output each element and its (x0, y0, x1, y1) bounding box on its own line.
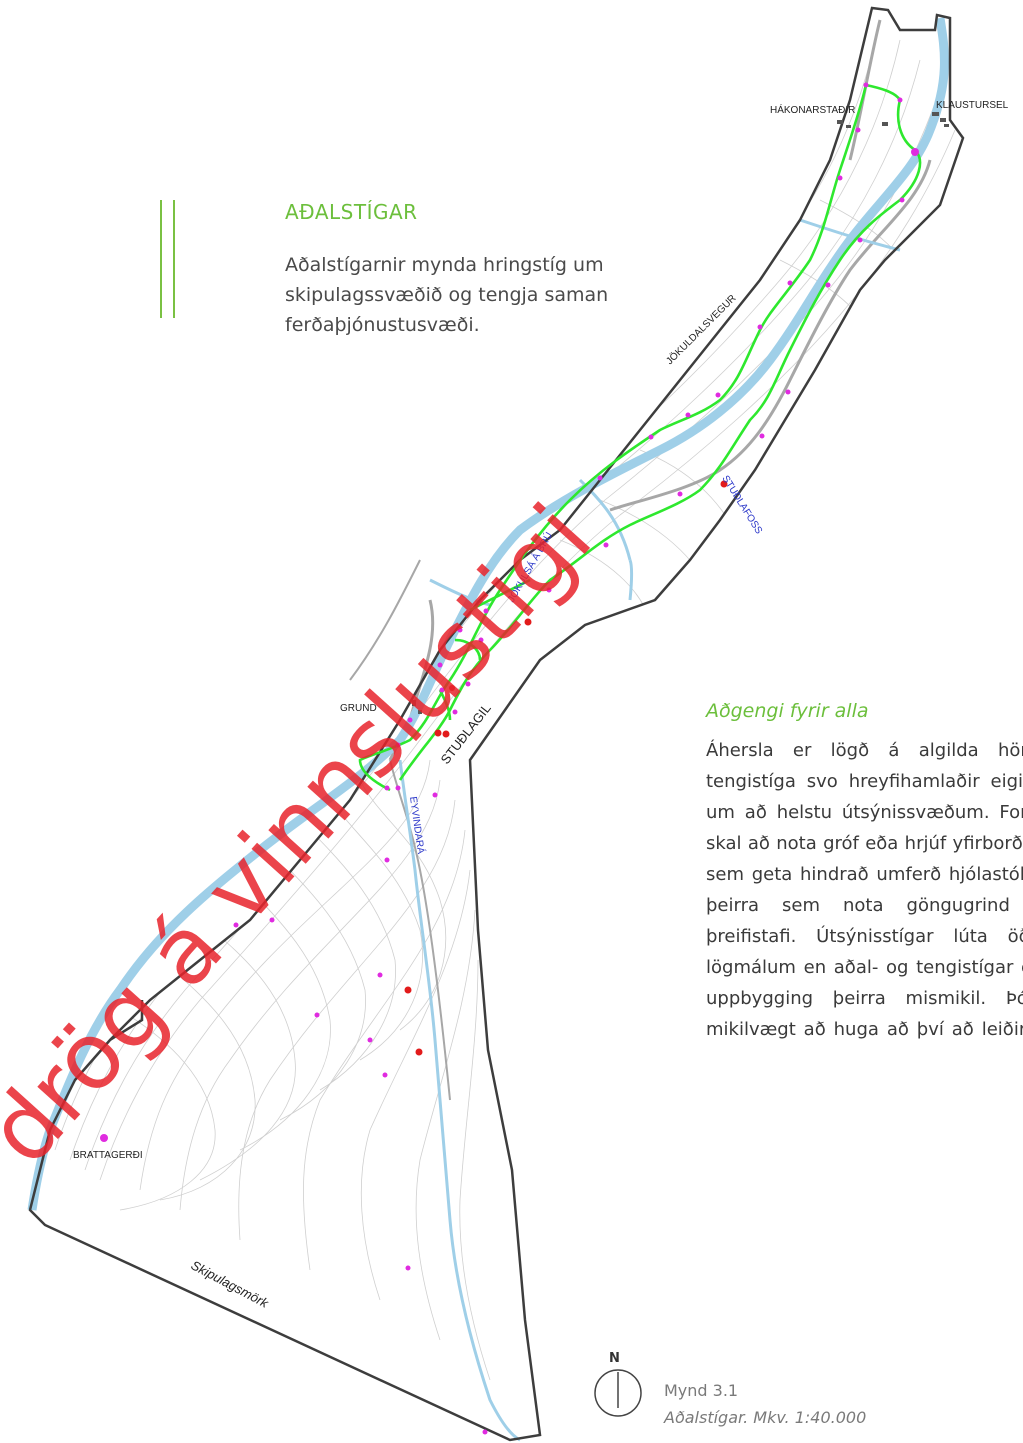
label-klaustursel: KLAUSTURSEL (936, 100, 1009, 111)
label-studlafoss: STUÐLAFOSS (719, 474, 764, 537)
north-arrow (594, 1369, 642, 1417)
poi-markers (100, 82, 919, 1435)
figure-number: Mynd 3.1 (664, 1381, 739, 1400)
access-text-clip: Áhersla er lögð á algilda hönnun tengist… (700, 728, 1023, 1048)
label-hakonarstadir: HÁKONARSTAÐIR (770, 103, 855, 116)
section-title: AÐALSTÍGAR (285, 200, 418, 224)
label-grund: GRUND (340, 703, 377, 714)
parking-markers (404, 480, 728, 1056)
label-brattagerdi: BRATTAGERÐI (73, 1150, 143, 1161)
access-body: Áhersla er lögð á algilda hönnun tengist… (706, 740, 1023, 1040)
heading-accent-bar-left (160, 200, 162, 318)
heading-accent-bar-right (173, 200, 175, 318)
boundary-notch (109, 1000, 144, 1042)
label-jokuldalsvegur: JÖKULDALSVEGUR (664, 292, 739, 367)
north-label: N (609, 1351, 620, 1366)
figure-caption: Aðalstígar. Mkv. 1:40.000 (664, 1408, 867, 1427)
draft-watermark: drög á vinnslustigi (0, 485, 612, 1185)
section-intro: Aðalstígarnir mynda hringstíg um skipula… (285, 254, 609, 336)
buildings (412, 112, 949, 714)
access-subtitle: Aðgengi fyrir alla (706, 700, 869, 722)
label-skipulagsmork: Skipulagsmörk (189, 1257, 273, 1311)
site-boundary (28, 6, 965, 1442)
